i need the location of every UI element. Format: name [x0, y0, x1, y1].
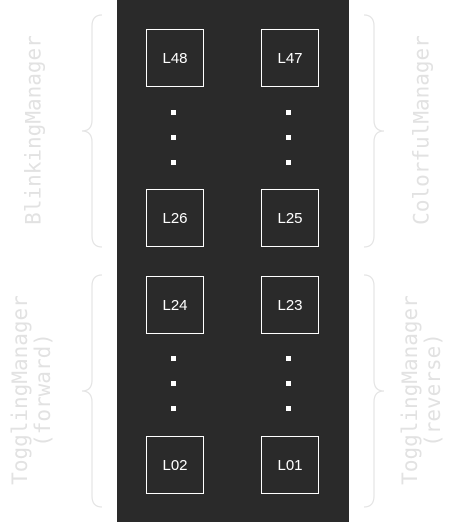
label-toggling-reverse-line1: TogglingManager — [397, 295, 422, 485]
ellipsis-dot — [286, 406, 291, 411]
ellipsis-dot — [171, 356, 176, 361]
label-blinking-manager: BlinkingManager — [21, 35, 46, 225]
brace-toggling-reverse — [363, 274, 385, 508]
ellipsis-dot — [171, 406, 176, 411]
ellipsis-dot — [171, 381, 176, 386]
label-toggling-forward: TogglingManager (forward) — [7, 295, 55, 485]
label-toggling-forward-line1: TogglingManager — [7, 295, 32, 485]
brace-colorful — [363, 14, 385, 248]
ellipsis-dot — [286, 135, 291, 140]
ellipsis-dot — [171, 135, 176, 140]
ellipsis-dot — [286, 110, 291, 115]
led-l01: L01 — [261, 436, 319, 494]
led-l25: L25 — [261, 189, 319, 247]
led-l23: L23 — [261, 276, 319, 334]
label-colorful-text: ColorfulManager — [409, 35, 434, 225]
ellipsis-dot — [286, 381, 291, 386]
led-panel: L48 L47 L26 L25 L24 L23 L02 L01 — [117, 0, 349, 522]
label-toggling-reverse: TogglingManager (reverse) — [397, 295, 445, 485]
led-l47: L47 — [261, 29, 319, 87]
ellipsis-dot — [286, 160, 291, 165]
label-toggling-reverse-line2: (reverse) — [421, 333, 445, 447]
led-l26: L26 — [146, 189, 204, 247]
brace-toggling-forward — [81, 274, 103, 508]
ellipsis-dot — [171, 110, 176, 115]
label-blinking-text: BlinkingManager — [21, 35, 46, 225]
label-toggling-forward-line2: (forward) — [31, 333, 55, 447]
led-l48: L48 — [146, 29, 204, 87]
led-l02: L02 — [146, 436, 204, 494]
brace-blinking — [81, 14, 103, 248]
led-l24: L24 — [146, 276, 204, 334]
ellipsis-dot — [286, 356, 291, 361]
label-colorful-manager: ColorfulManager — [409, 35, 434, 225]
ellipsis-dot — [171, 160, 176, 165]
